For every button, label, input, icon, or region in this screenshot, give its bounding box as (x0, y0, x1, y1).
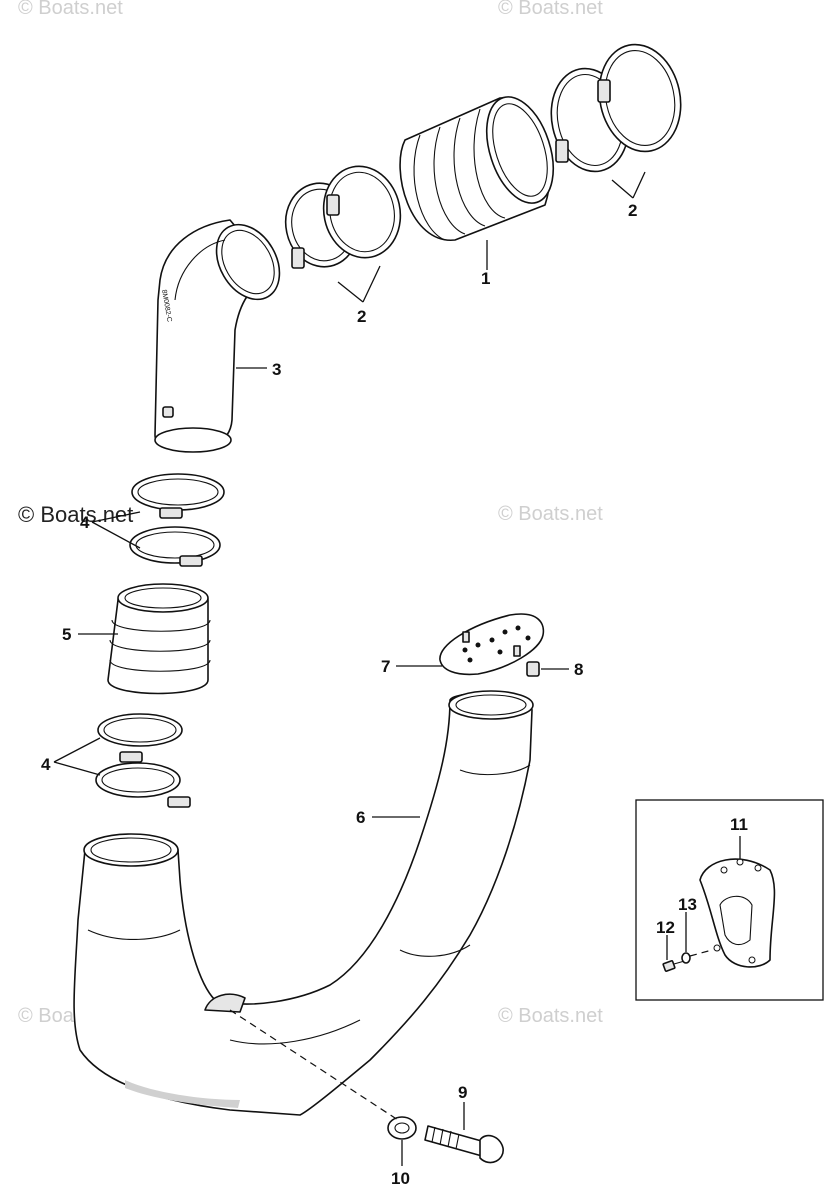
part-9-bolt (424, 1125, 504, 1164)
part-8-clip (526, 661, 540, 677)
callout-6: 6 (356, 808, 365, 827)
part-11-bracket (699, 858, 776, 968)
part-2-clamp-pair-middle (284, 165, 402, 269)
callout-2-middle: 2 (357, 307, 366, 326)
callout-11: 11 (730, 815, 748, 834)
callout-5: 5 (62, 625, 71, 644)
part-7-plate (439, 613, 545, 676)
callout-13: 13 (678, 895, 697, 914)
part-6-exhaust-elbow (73, 690, 534, 1116)
watermark-top-left: © Boats.net (18, 0, 123, 19)
bolt-alignment-line (229, 1009, 399, 1121)
inset-box (635, 799, 824, 1001)
watermark-mid-left: © Boats.net (18, 502, 133, 527)
watermark-bottom-right: © Boats.net (498, 1005, 603, 1027)
part-4-clamp-pair-upper (129, 473, 225, 567)
callout-2-upper: 2 (628, 201, 637, 220)
callout-12: 12 (656, 918, 675, 937)
screw-alignment-line (689, 949, 713, 957)
part-10-washer (387, 1116, 417, 1140)
callout-1: 1 (481, 269, 490, 288)
watermark-mid-right: © Boats.net (498, 503, 603, 525)
part-1-bellows-hose (399, 96, 555, 241)
callout-3: 3 (272, 360, 281, 379)
callout-4-lower: 4 (41, 755, 51, 774)
watermark-top-right: © Boats.net (498, 0, 603, 19)
callout-4-upper: 4 (80, 513, 90, 532)
part-3-elbow-tube: 8M0082-C (154, 219, 281, 453)
part-4-clamp-pair-lower (95, 713, 191, 808)
callout-10: 10 (391, 1169, 410, 1188)
part-2-clamp-pair-upper-right (550, 43, 682, 173)
callout-7: 7 (381, 657, 390, 676)
leader-lines (53, 171, 741, 1166)
callout-8: 8 (574, 660, 583, 679)
part-13-lock-washer (681, 952, 691, 964)
callout-9: 9 (458, 1083, 467, 1102)
part-5-bellows-coupler (107, 583, 211, 695)
